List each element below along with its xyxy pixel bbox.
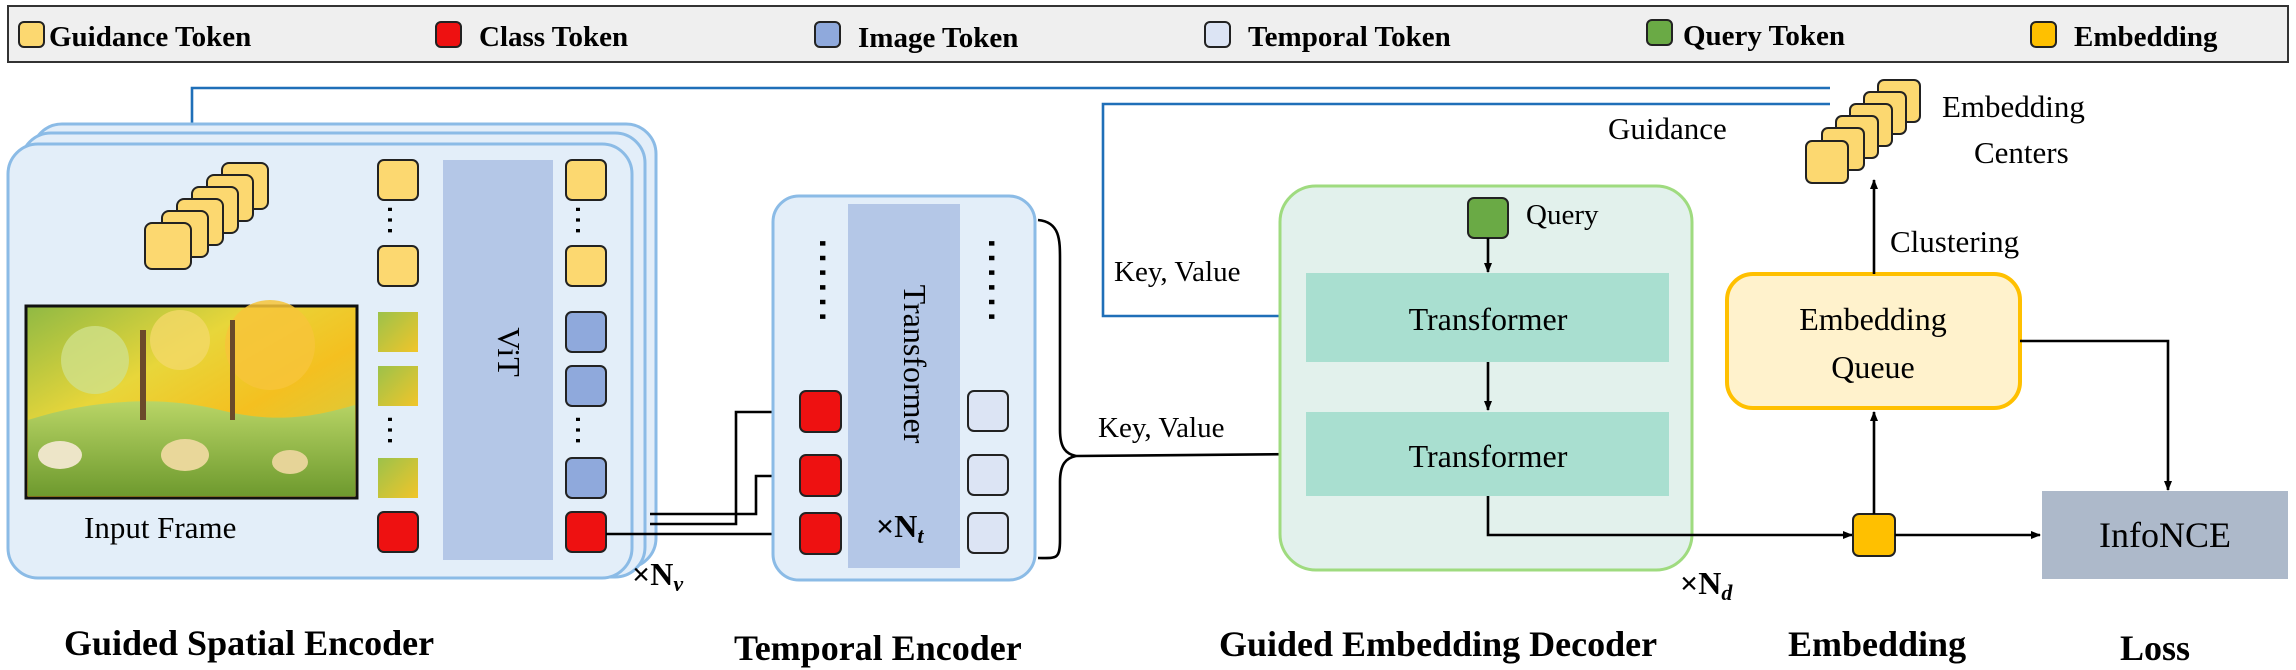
embedding-queue-box — [1725, 272, 2022, 410]
temporal-token — [967, 454, 1009, 496]
decoder-container — [1278, 184, 1694, 572]
legend-frame — [7, 5, 2289, 63]
guidance-token — [144, 222, 192, 270]
image-token — [565, 311, 607, 353]
guidance-token-swatch — [18, 21, 45, 48]
guidance-token — [377, 159, 419, 201]
image-token — [565, 365, 607, 407]
spatial-encoder-title: Guided Spatial Encoder — [64, 623, 434, 663]
legend-label-guidance-token: Guidance Token — [49, 21, 251, 53]
embedding-decoder: Query Transformer Transformer — [1278, 184, 1694, 572]
key-value-arrow-mid — [1075, 450, 1305, 459]
output-embedding-token — [1852, 513, 1896, 557]
legend-label-image-token: Image Token — [858, 22, 1018, 54]
legend-item-temporal-token: Temporal Token — [1204, 21, 1451, 53]
legend-item-query-token: Query Token — [1646, 19, 1845, 52]
embedding-centers-stack — [1805, 79, 1921, 184]
class-token — [799, 390, 842, 433]
class-token — [799, 512, 842, 555]
query-token — [1467, 197, 1509, 239]
decoder-title: Guided Embedding Decoder — [1219, 624, 1657, 664]
temporal-encoder: …… Transformer ×Nt …… — [771, 194, 1037, 582]
embedding-center-token — [1805, 140, 1849, 184]
vit-label: ViT — [491, 327, 527, 377]
decoder-transformer-2-label: Transformer — [1409, 438, 1568, 474]
legend-item-class-token: Class Token — [435, 21, 628, 53]
vertical-ellipsis: … — [568, 204, 606, 236]
legend-item-image-token: Image Token — [814, 21, 1018, 54]
vertical-ellipsis: …… — [978, 236, 1029, 324]
input-token-column: … … — [377, 159, 419, 553]
decoder-output-arrow — [1486, 496, 1853, 539]
legend: Guidance Token Class Token Image Token T… — [7, 5, 2289, 63]
temporal-token-swatch — [1204, 21, 1231, 48]
image-patch-token — [378, 458, 418, 498]
key-value-label-mid: Key, Value — [1098, 412, 1224, 444]
embedding-queue-label-line1: Embedding — [1799, 301, 1947, 337]
embedding-swatch — [2030, 21, 2057, 48]
input-frame-label: Input Frame — [84, 510, 236, 545]
class-token — [799, 454, 842, 497]
loss-title: Loss — [2120, 628, 2190, 668]
guidance-token-stack — [144, 162, 269, 270]
guidance-token — [565, 159, 607, 201]
spatial-repeat-label: ×Nv — [632, 556, 683, 596]
legend-label-class-token: Class Token — [479, 21, 628, 53]
embedding-title: Embedding — [1788, 624, 1966, 664]
image-patch-token — [378, 312, 418, 352]
spatial-encoder: Input Frame … … ViT … … ×Nv — [6, 122, 683, 596]
class-token-swatch — [435, 21, 462, 48]
decoder-repeat-label: ×Nd — [1680, 565, 1733, 605]
legend-label-embedding: Embedding — [2074, 21, 2218, 53]
temporal-token — [967, 390, 1009, 432]
embedding-centers-label-line2: Centers — [1974, 135, 2069, 170]
decoder-transformer-1 — [1306, 273, 1669, 362]
legend-item-guidance-token: Guidance Token — [18, 21, 251, 53]
guidance-line-to-decoder — [1101, 102, 1830, 320]
embedding-centers-label-line1: Embedding — [1942, 89, 2085, 124]
image-token-swatch — [814, 21, 841, 48]
key-value-label-top: Key, Value — [1114, 256, 1240, 288]
class-token — [377, 511, 419, 553]
image-token — [565, 457, 607, 499]
guidance-label: Guidance — [1608, 111, 1727, 146]
vit-block — [443, 160, 553, 560]
vertical-ellipsis: … — [568, 414, 606, 446]
temporal-token — [967, 512, 1009, 554]
embedding-queue-label-line2: Queue — [1831, 349, 1915, 385]
vertical-ellipsis: … — [380, 204, 418, 236]
infonce-label: InfoNCE — [2099, 515, 2231, 555]
query-label: Query — [1526, 199, 1599, 231]
legend-label-query-token: Query Token — [1683, 20, 1845, 52]
queue-to-infonce-arrow — [2020, 339, 2172, 491]
temporal-encoder-title: Temporal Encoder — [734, 628, 1022, 668]
temporal-output-brace — [1037, 218, 1077, 560]
legend-item-embedding: Embedding — [2030, 21, 2218, 53]
temporal-repeat-label: ×Nt — [876, 508, 924, 548]
legend-label-temporal-token: Temporal Token — [1248, 21, 1451, 53]
input-frame-image — [24, 300, 359, 500]
query-token-swatch — [1646, 19, 1673, 46]
temporal-transformer-block — [848, 204, 960, 568]
decoder-transformer-2 — [1306, 412, 1669, 496]
clustering-label: Clustering — [1890, 224, 2019, 259]
guidance-token — [377, 245, 419, 287]
vertical-ellipsis: … — [380, 414, 418, 446]
guidance-token — [565, 245, 607, 287]
output-token-column: … … — [565, 159, 607, 553]
class-token — [565, 511, 607, 553]
infonce-box — [2042, 491, 2288, 579]
temporal-transformer-label: Transformer — [897, 285, 933, 444]
image-patch-token — [378, 366, 418, 406]
decoder-transformer-1-label: Transformer — [1409, 301, 1568, 337]
